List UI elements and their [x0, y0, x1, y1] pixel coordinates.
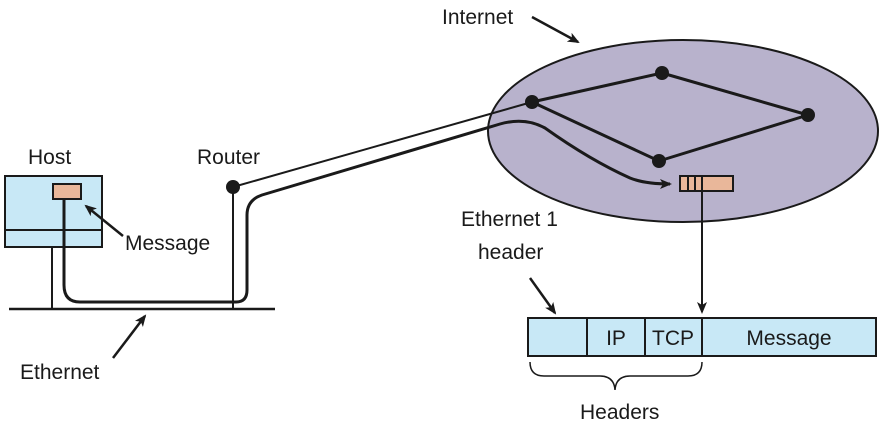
- message-pointer-arrow: [84, 204, 124, 237]
- internet-pointer-arrow: [531, 15, 580, 44]
- internet-label: Internet: [442, 6, 513, 29]
- internet-links: [531, 71, 809, 163]
- headers-label: Headers: [580, 401, 659, 424]
- packet-field-ip: [586, 317, 646, 357]
- internet-cloud: [487, 39, 879, 223]
- packet-field-ethernet-header: [527, 317, 588, 357]
- packet-field-label: IP: [606, 327, 626, 350]
- packet-in-transit: [679, 175, 734, 192]
- internet-node: [655, 66, 669, 80]
- router-link: [232, 101, 533, 188]
- internet-node: [801, 108, 815, 122]
- router-node: [226, 180, 240, 194]
- packet-field-label: TCP: [652, 327, 694, 350]
- message-path: [62, 119, 672, 304]
- host-label: Host: [28, 146, 71, 169]
- packet-field-message: [701, 317, 877, 357]
- ethernet-header-label-line2: header: [478, 241, 543, 264]
- ethernet-header-pointer-arrow: [528, 277, 557, 315]
- host-message: [52, 183, 82, 200]
- internet-node: [652, 154, 666, 168]
- packet-field-label: Message: [746, 327, 831, 350]
- packet-field-tcp: [644, 317, 703, 357]
- ethernet-pointer-arrow: [112, 314, 147, 359]
- headers-brace: [529, 361, 703, 391]
- ethernet-header-label-line1: Ethernet 1: [461, 208, 558, 231]
- packet-structure: IP TCP Message: [527, 317, 877, 357]
- router-label: Router: [197, 146, 260, 169]
- message-label: Message: [125, 232, 210, 255]
- ethernet-label: Ethernet: [20, 361, 100, 384]
